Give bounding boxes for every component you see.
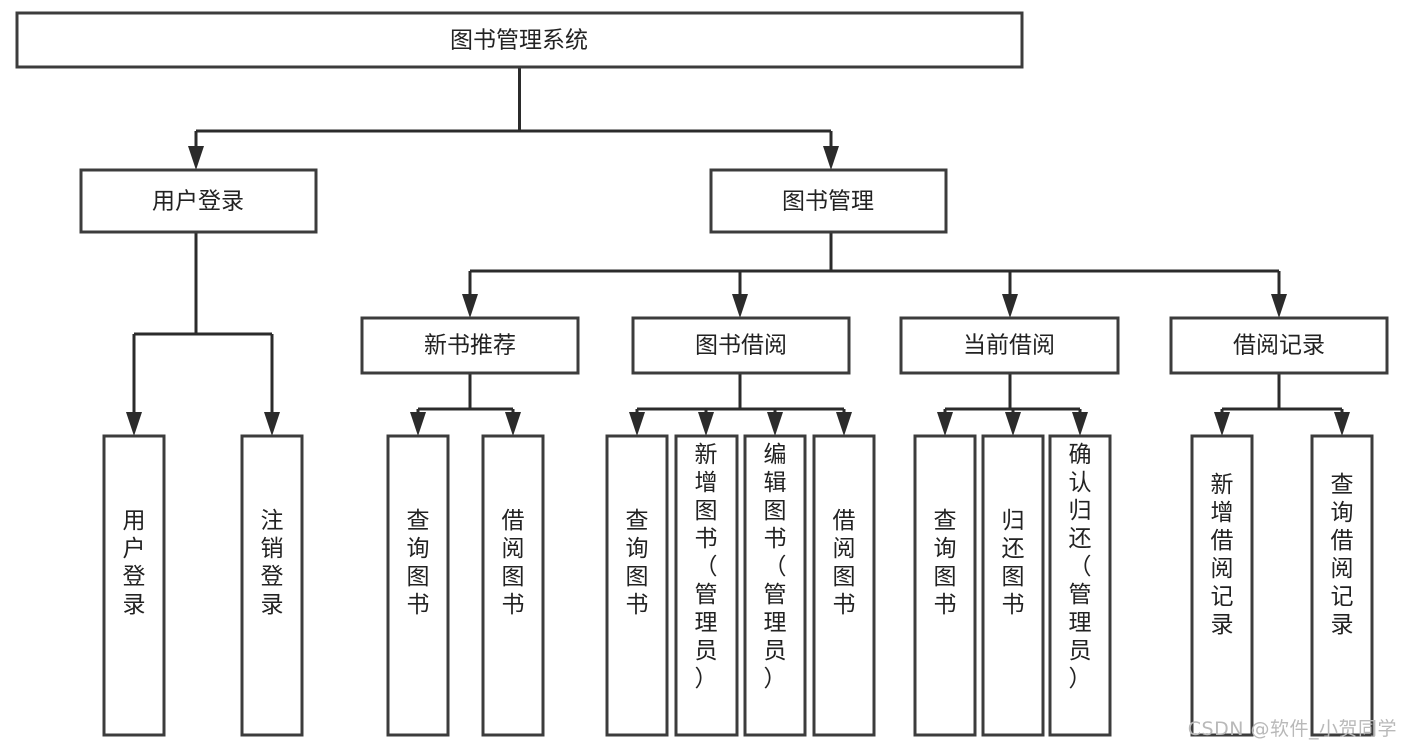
node-leaf-borrow-book-2-label: 借阅图书 [833, 508, 856, 618]
node-leaf-add-borrow-record-label: 新增借阅记录 [1211, 472, 1234, 638]
arrowhead-to-leaf-query-book-3 [937, 412, 953, 436]
connector-borrow-record-branch [1220, 373, 1344, 424]
connector-root-branch [194, 67, 833, 158]
node-leaf-query-book-2-label: 查询图书 [626, 508, 649, 618]
node-leaf-edit-book-admin-label: 编辑图书（管理员） [764, 442, 787, 692]
node-current-borrow-label: 当前借阅 [963, 333, 1055, 359]
node-leaf-logout-login[interactable]: 注销登录 [240, 434, 304, 737]
node-user-login[interactable]: 用户登录 [79, 168, 318, 234]
node-current-borrow-box[interactable] [899, 316, 1120, 375]
arrowhead-to-leaf-query-book-2 [629, 412, 645, 436]
node-new-book-recommend-box[interactable] [360, 316, 580, 375]
node-leaf-edit-book-admin[interactable]: 编辑图书（管理员） [743, 434, 807, 737]
node-leaf-user-login[interactable]: 用户登录 [102, 434, 166, 737]
node-leaf-query-book-3-box[interactable] [913, 434, 977, 737]
arrowhead-to-leaf-confirm-return-admin [1072, 412, 1088, 436]
node-root-box[interactable] [15, 11, 1024, 69]
arrowhead-to-user-login [188, 146, 204, 170]
node-leaf-confirm-return-admin-label: 确认归还（管理员） [1069, 442, 1092, 692]
node-book-borrow-label: 图书借阅 [695, 333, 787, 359]
arrowhead-to-leaf-add-borrow-record [1214, 412, 1230, 436]
connector-group-root-to-level2 [188, 67, 839, 170]
node-borrow-record-label: 借阅记录 [1233, 333, 1325, 359]
node-new-book-recommend[interactable]: 新书推荐 [360, 316, 580, 375]
node-leaf-user-login-box[interactable] [102, 434, 166, 737]
node-leaf-borrow-book-1-label: 借阅图书 [502, 508, 525, 618]
arrowhead-to-leaf-logout-login [264, 412, 280, 436]
node-book-management-box[interactable] [709, 168, 948, 234]
csdn-watermark: CSDN @软件_小贺同学 [1187, 718, 1397, 740]
node-leaf-add-borrow-record-box[interactable] [1190, 434, 1254, 737]
connector-group-new-book-recommend-to-leaves [410, 373, 521, 436]
node-leaf-query-book-2-box[interactable] [605, 434, 669, 737]
arrowhead-to-current-borrow [1002, 294, 1018, 318]
node-leaf-return-book[interactable]: 归还图书 [981, 434, 1045, 737]
node-leaf-add-book-admin[interactable]: 新增图书（管理员） [674, 434, 739, 737]
node-leaf-user-login-label: 用户登录 [123, 508, 146, 618]
arrowhead-to-leaf-query-book-1 [410, 412, 426, 436]
connector-group-book-borrow-to-leaves [629, 373, 852, 436]
node-leaf-query-book-1-label: 查询图书 [407, 508, 430, 618]
node-user-login-label: 用户登录 [152, 189, 244, 215]
node-leaf-logout-login-label: 注销登录 [261, 508, 284, 618]
arrowhead-to-leaf-query-borrow-record [1334, 412, 1350, 436]
connector-group-user-login-to-leaves [126, 232, 280, 436]
arrowhead-to-book-management [823, 146, 839, 170]
arrowhead-to-leaf-borrow-book-1 [505, 412, 521, 436]
node-leaf-logout-login-box[interactable] [240, 434, 304, 737]
arrowhead-to-new-book-recommend [462, 294, 478, 318]
arrowhead-to-borrow-record [1271, 294, 1287, 318]
node-leaf-query-borrow-record[interactable]: 查询借阅记录 [1310, 434, 1374, 737]
node-user-login-box[interactable] [79, 168, 318, 234]
node-leaf-query-borrow-record-box[interactable] [1310, 434, 1374, 737]
node-current-borrow[interactable]: 当前借阅 [899, 316, 1120, 375]
arrowhead-to-leaf-edit-book-admin [767, 412, 783, 436]
node-leaf-borrow-book-1-box[interactable] [481, 434, 545, 737]
node-leaf-borrow-book-2-box[interactable] [812, 434, 876, 737]
node-leaf-edit-book-admin-box[interactable] [743, 434, 807, 737]
node-book-borrow[interactable]: 图书借阅 [631, 316, 851, 375]
node-leaf-query-book-1[interactable]: 查询图书 [386, 434, 450, 737]
node-borrow-record[interactable]: 借阅记录 [1169, 316, 1389, 375]
node-leaf-borrow-book-1[interactable]: 借阅图书 [481, 434, 545, 737]
node-leaf-borrow-book-2[interactable]: 借阅图书 [812, 434, 876, 737]
node-leaf-query-book-3-label: 查询图书 [934, 508, 957, 618]
node-leaf-confirm-return-admin-box[interactable] [1048, 434, 1112, 737]
node-leaf-query-book-1-box[interactable] [386, 434, 450, 737]
arrowhead-to-leaf-user-login [126, 412, 142, 436]
connector-book-management-branch [468, 232, 1281, 306]
node-leaf-return-book-box[interactable] [981, 434, 1045, 737]
node-root-label: 图书管理系统 [450, 28, 588, 54]
arrowhead-to-leaf-add-book-admin [698, 412, 714, 436]
connector-group-borrow-record-to-leaves [1214, 373, 1350, 436]
node-book-borrow-box[interactable] [631, 316, 851, 375]
node-leaf-add-borrow-record[interactable]: 新增借阅记录 [1190, 434, 1254, 737]
connector-new-book-recommend-branch [416, 373, 515, 424]
node-leaf-query-book-3[interactable]: 查询图书 [913, 434, 977, 737]
node-book-management-label: 图书管理 [782, 189, 874, 215]
node-leaf-query-book-2[interactable]: 查询图书 [605, 434, 669, 737]
connector-group-book-management-to-level3 [462, 232, 1287, 318]
node-leaf-add-book-admin-label: 新增图书（管理员） [695, 442, 718, 692]
node-new-book-recommend-label: 新书推荐 [424, 333, 516, 359]
arrowhead-to-book-borrow [732, 294, 748, 318]
node-borrow-record-box[interactable] [1169, 316, 1389, 375]
connector-user-login-branch [132, 232, 274, 424]
arrowhead-to-leaf-return-book [1005, 412, 1021, 436]
arrowhead-to-leaf-borrow-book-2 [836, 412, 852, 436]
node-leaf-confirm-return-admin[interactable]: 确认归还（管理员） [1048, 434, 1112, 737]
node-book-management[interactable]: 图书管理 [709, 168, 948, 234]
connector-book-borrow-branch [635, 373, 846, 424]
node-root[interactable]: 图书管理系统 [15, 11, 1024, 69]
node-leaf-add-book-admin-box[interactable] [674, 434, 739, 737]
node-leaf-return-book-label: 归还图书 [1002, 508, 1025, 618]
connector-group-current-borrow-to-leaves [937, 373, 1088, 436]
node-leaf-query-borrow-record-label: 查询借阅记录 [1331, 472, 1354, 638]
